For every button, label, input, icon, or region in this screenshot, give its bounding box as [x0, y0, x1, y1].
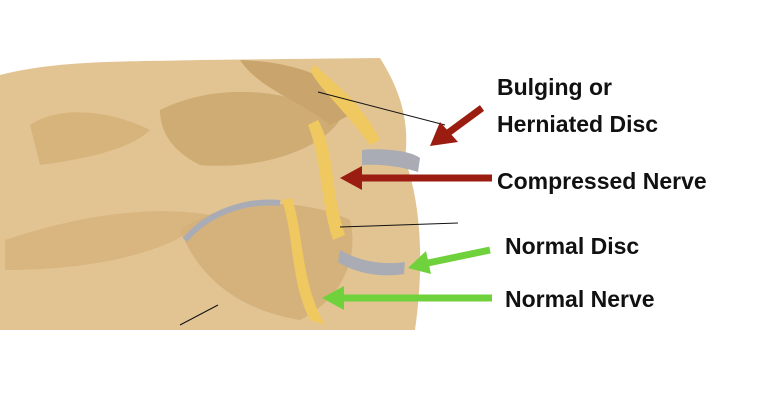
vertebrae-bone	[0, 58, 421, 330]
nerves	[282, 65, 380, 325]
herniated-disc	[362, 149, 420, 172]
arrow-normal-disc	[408, 246, 491, 274]
label-normal-nerve: Normal Nerve	[505, 286, 655, 312]
compressed-nerve	[308, 120, 345, 240]
label-bulging-line1: Bulging or	[497, 74, 612, 100]
leader-lines	[179, 91, 459, 326]
label-compressed-nerve: Compressed Nerve	[497, 168, 707, 194]
normal-nerve	[282, 198, 325, 325]
normal-disc	[338, 250, 405, 276]
label-normal-disc: Normal Disc	[505, 233, 640, 259]
arrow-compressed-nerve	[340, 166, 492, 190]
discs	[182, 149, 420, 276]
label-herniated-disc: Herniated Disc	[497, 111, 659, 137]
arrow-herniated-disc	[430, 105, 485, 146]
arrow-normal-nerve	[322, 286, 492, 310]
